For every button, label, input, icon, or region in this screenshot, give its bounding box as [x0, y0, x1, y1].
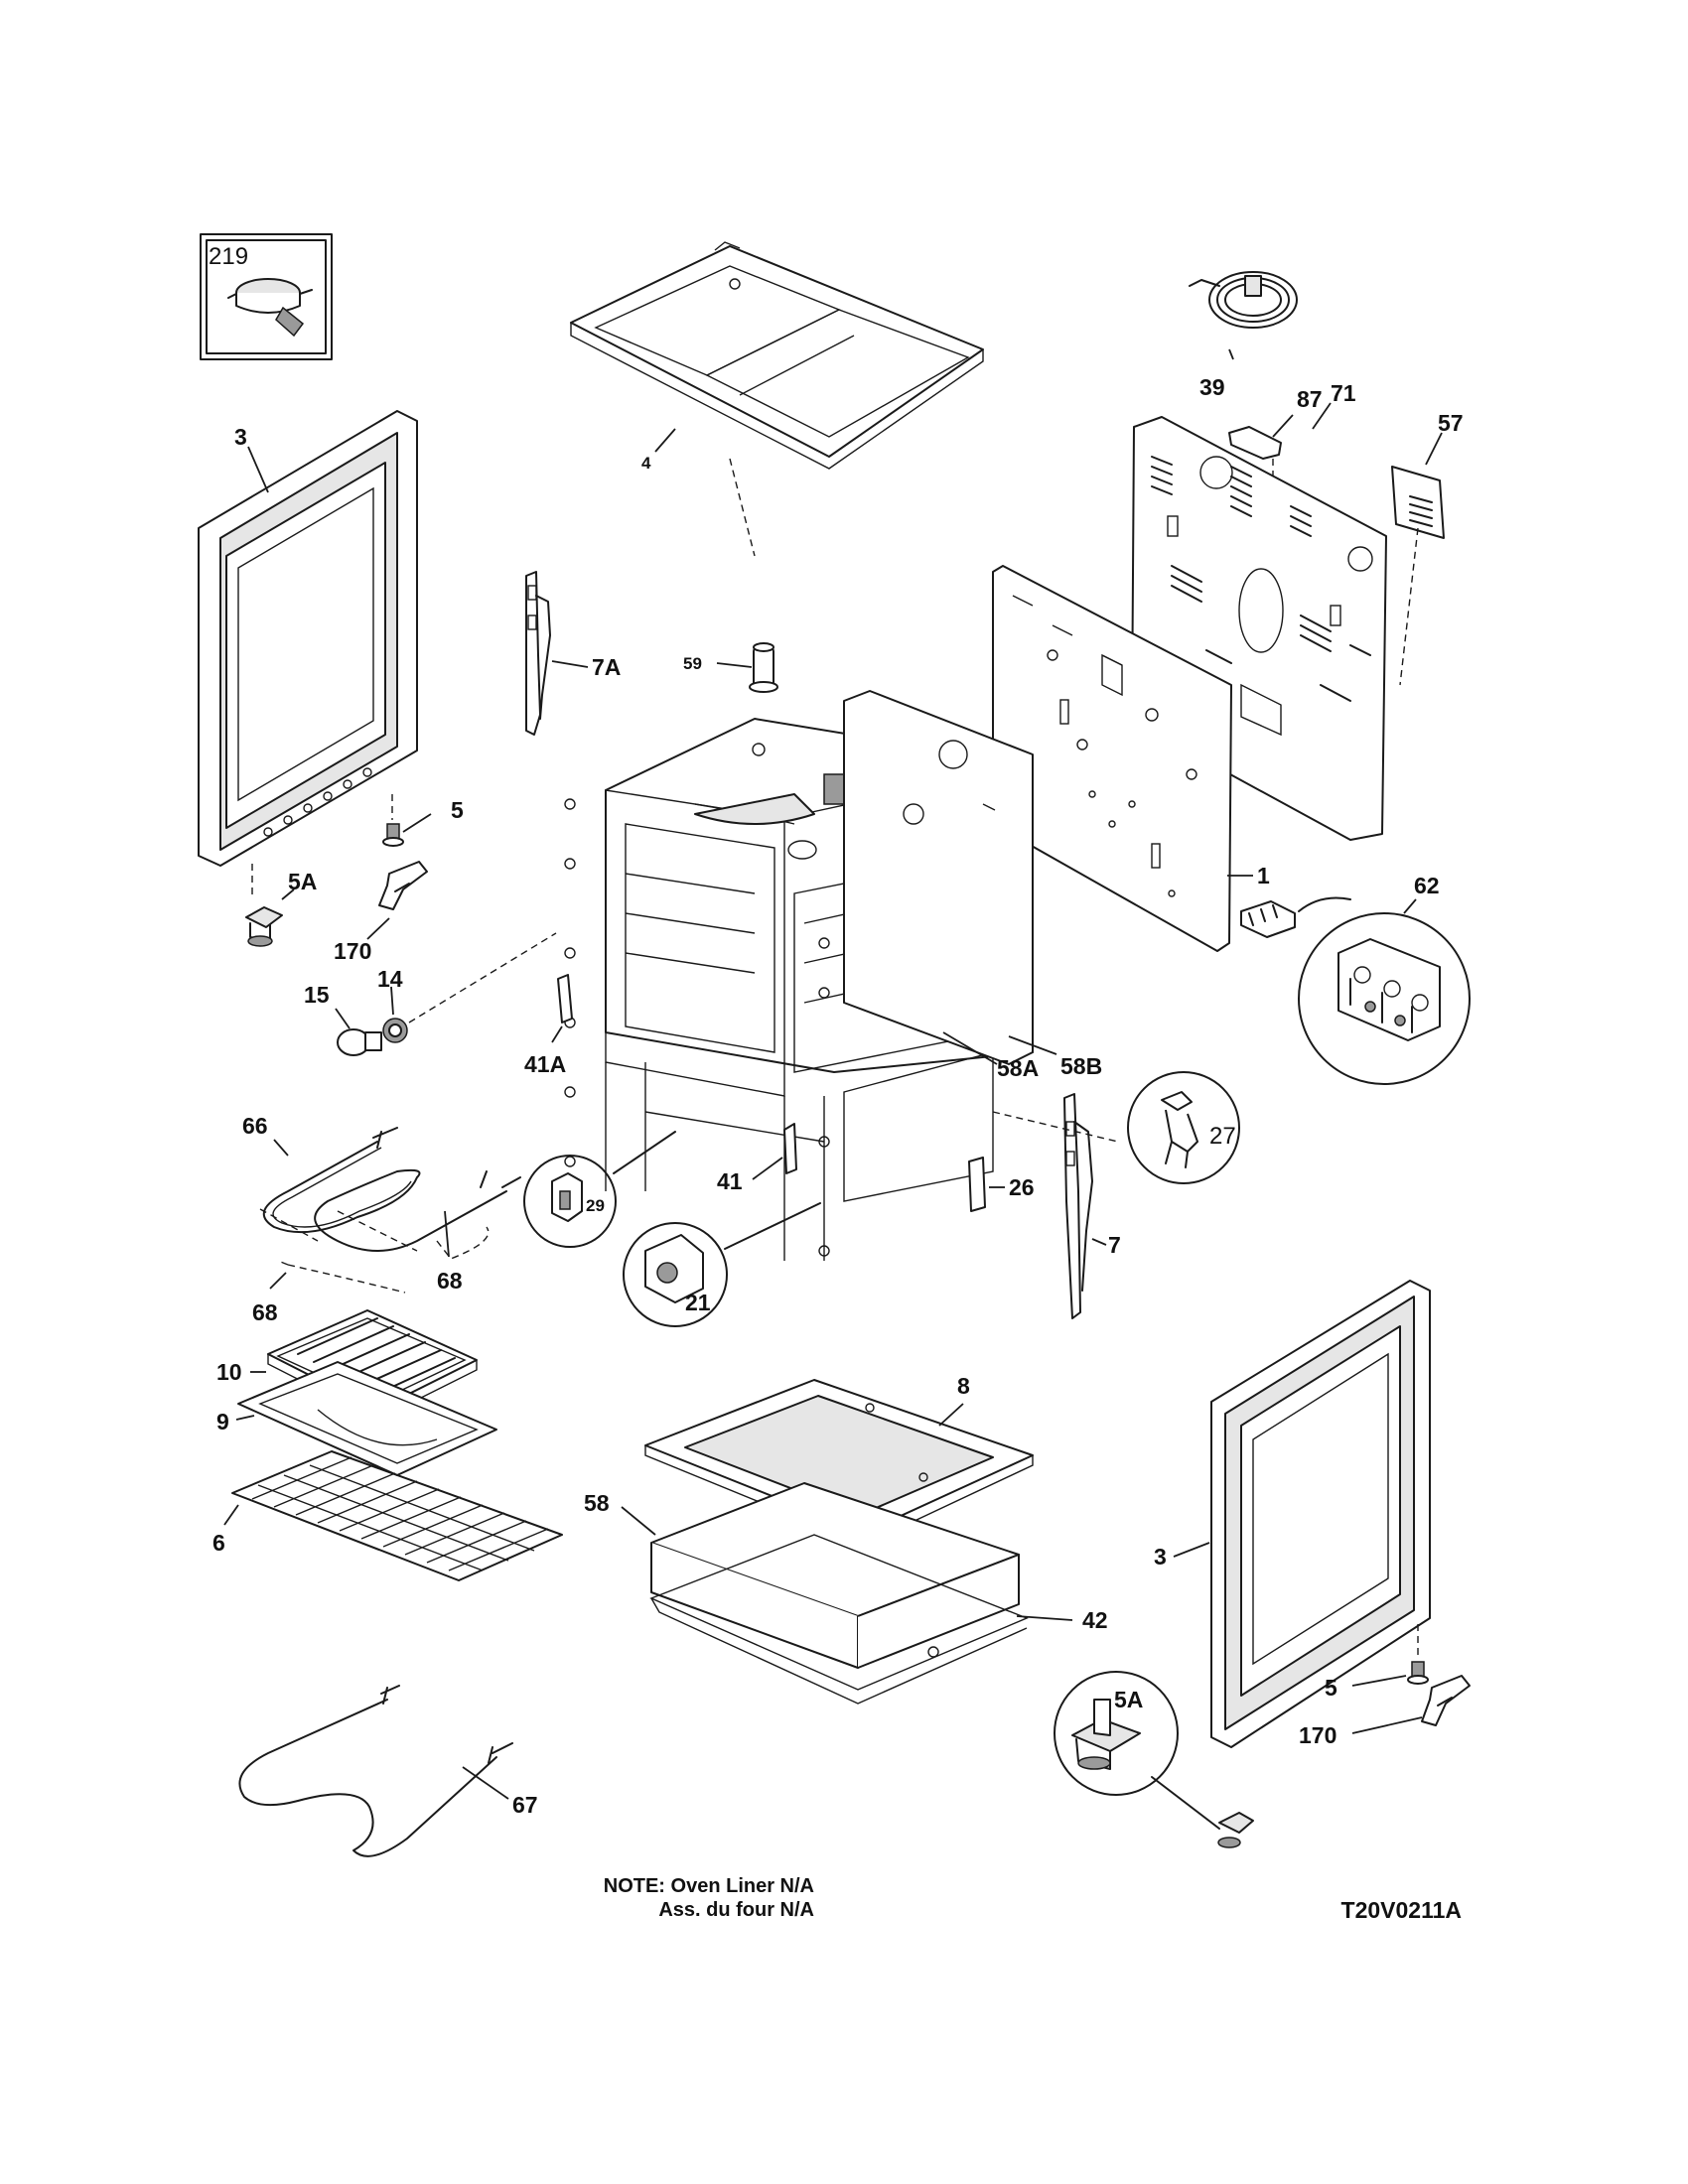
label-66: 66 [242, 1113, 268, 1139]
label-59: 59 [683, 654, 702, 673]
label-4: 4 [641, 454, 651, 473]
label-14: 14 [377, 966, 403, 992]
label-9: 9 [216, 1409, 229, 1434]
part-170-left-bracket [378, 861, 428, 910]
label-3-right: 3 [1154, 1544, 1167, 1570]
part-7A-hinge [525, 571, 551, 736]
label-21: 21 [685, 1290, 711, 1315]
part-62-terminal-block [1240, 896, 1471, 1085]
part-42-bottom-panel [649, 1534, 1029, 1705]
label-42: 42 [1082, 1607, 1108, 1633]
label-15: 15 [304, 982, 330, 1008]
part-59-plug [749, 642, 778, 693]
label-58A: 58A [997, 1055, 1039, 1081]
label-41: 41 [717, 1168, 743, 1194]
label-7: 7 [1108, 1232, 1121, 1258]
note-line-1: NOTE: Oven Liner N/A [604, 1875, 814, 1897]
part-58B-insulation [843, 690, 1034, 1065]
part-87-bracket [1228, 426, 1282, 460]
part-41-clip [783, 1123, 797, 1174]
label-57: 57 [1438, 410, 1464, 436]
label-3-left: 3 [234, 424, 247, 450]
part-5A-right-leveling-leg-inset [1054, 1671, 1254, 1848]
label-68-left: 68 [252, 1299, 278, 1325]
label-39: 39 [1199, 374, 1225, 400]
label-5-right: 5 [1325, 1675, 1337, 1701]
label-1: 1 [1257, 863, 1270, 888]
label-29: 29 [586, 1196, 605, 1215]
part-170-right-bracket [1421, 1675, 1471, 1726]
part-58-insulation-block [650, 1482, 1020, 1669]
part-3-left-side-panel [198, 410, 418, 867]
part-41A-clip [557, 974, 573, 1024]
part-14-lamp-socket [382, 1018, 408, 1043]
part-26-bracket [968, 1157, 986, 1212]
label-71: 71 [1331, 380, 1356, 406]
part-9-broiler-pan [237, 1361, 497, 1476]
part-4-top-panel [570, 241, 984, 470]
part-57-vent-cover [1391, 466, 1445, 539]
label-87: 87 [1297, 386, 1323, 412]
label-41A: 41A [524, 1051, 566, 1077]
part-3-right-side-panel [1210, 1280, 1431, 1748]
part-15-bulb [337, 1028, 382, 1056]
part-5-left-screw [382, 823, 404, 847]
label-27: 27 [1209, 1123, 1236, 1150]
part-6-oven-rack [231, 1450, 563, 1581]
part-7-hinge [1063, 1093, 1093, 1319]
label-5A-right: 5A [1114, 1687, 1143, 1712]
label-6: 6 [212, 1530, 225, 1556]
part-21-grommet-inset [623, 1222, 728, 1327]
part-1-back-panel [992, 565, 1232, 952]
part-27-clip-inset [1127, 1071, 1240, 1184]
label-67: 67 [512, 1792, 538, 1818]
label-7A: 7A [592, 654, 621, 680]
diagram-code: T20V0211A [1341, 1897, 1462, 1923]
part-29-clip-inset [523, 1155, 617, 1248]
part-219-inset [200, 233, 333, 360]
label-10: 10 [216, 1359, 242, 1385]
part-39-power-cord [1189, 271, 1298, 329]
part-5A-left-leveling-leg [245, 906, 283, 947]
part-66-broil-element [262, 1127, 521, 1252]
label-58: 58 [584, 1490, 610, 1516]
label-5-left: 5 [451, 797, 464, 823]
label-170-left: 170 [334, 938, 371, 964]
part-5-right-screw [1407, 1661, 1429, 1685]
label-5A-left: 5A [288, 869, 317, 894]
label-68-right: 68 [437, 1268, 463, 1294]
part-67-bake-element [238, 1685, 513, 1857]
label-170-right: 170 [1299, 1722, 1336, 1748]
label-62: 62 [1414, 873, 1440, 898]
label-8: 8 [957, 1373, 970, 1399]
note-line-2: Ass. du four N/A [658, 1899, 814, 1921]
label-58B: 58B [1060, 1053, 1102, 1079]
label-26: 26 [1009, 1174, 1035, 1200]
label-219: 219 [209, 243, 248, 270]
